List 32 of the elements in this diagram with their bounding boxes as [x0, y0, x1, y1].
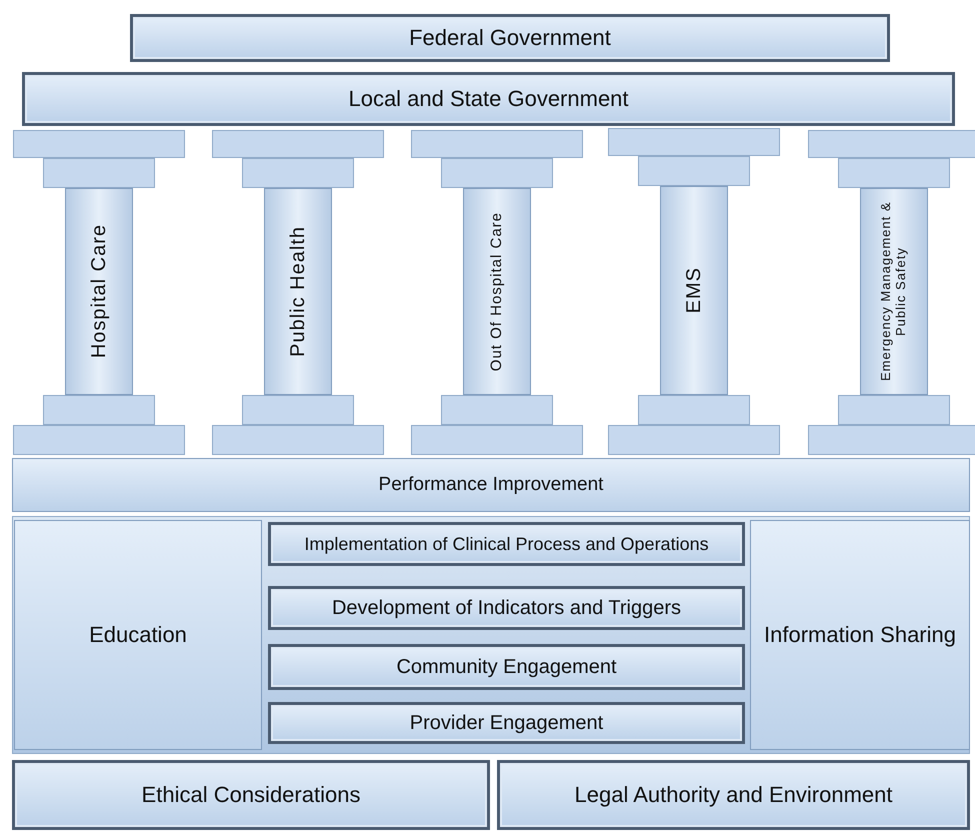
pillar-label: Emergency Management & Public Safety	[879, 200, 909, 384]
pillar-shaft	[860, 188, 928, 395]
pillar-label: Hospital Care	[88, 224, 110, 359]
pillar-label: Public Health	[286, 226, 310, 357]
box-label: Development of Indicators and Triggers	[332, 596, 682, 620]
pillar-shaft	[660, 186, 728, 395]
foundation-base	[497, 760, 970, 830]
foundation-item	[268, 586, 745, 630]
box-label: Information Sharing	[764, 622, 956, 648]
foundation-panel	[750, 520, 970, 750]
foundation-base	[12, 760, 490, 830]
box-label: Ethical Considerations	[142, 782, 360, 808]
pillar-shaft	[264, 188, 332, 395]
box-label: Implementation of Clinical Process and Operations	[304, 534, 709, 554]
box-label: Federal Government	[409, 25, 611, 51]
box-label: Community Engagement	[396, 656, 617, 678]
foundation-band	[12, 458, 970, 512]
foundation-item	[268, 644, 745, 690]
box-label: Local and State Government	[348, 86, 629, 112]
foundation-item	[268, 522, 745, 566]
government-tier	[22, 72, 955, 126]
government-tier	[130, 14, 890, 62]
foundation-item	[268, 702, 745, 744]
pillar-shaft	[463, 188, 531, 395]
foundation-panel	[14, 520, 262, 750]
box-label: Legal Authority and Environment	[574, 782, 892, 808]
pillar-shaft	[65, 188, 133, 395]
box-label: Provider Engagement	[410, 712, 604, 734]
box-label: Education	[89, 622, 187, 648]
pillar-label: Out Of Hospital Care	[488, 212, 506, 372]
box-label: Performance Improvement	[378, 474, 604, 496]
pillar-label: EMS	[682, 267, 706, 314]
